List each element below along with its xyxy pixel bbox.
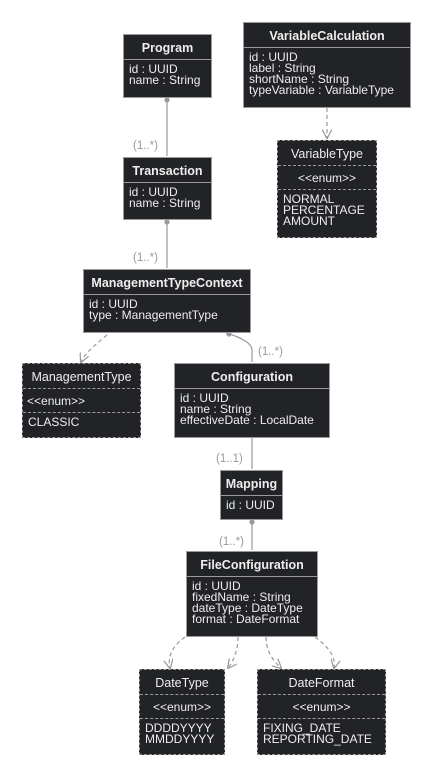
- edge-context-configuration: [225, 332, 253, 362]
- enum-date-type[interactable]: DateType <<enum>> DDDDYYYY MMDDYYYY: [139, 669, 225, 755]
- class-mapping[interactable]: Mapping id : UUID: [220, 470, 283, 520]
- enum-stereotype: <<enum>>: [258, 695, 385, 719]
- enum-values: CLASSIC: [23, 413, 140, 431]
- field: id : UUID: [192, 579, 241, 593]
- field: id : UUID: [226, 498, 275, 512]
- field: id : UUID: [129, 62, 178, 76]
- class-fields: id : UUID name : String effectiveDate : …: [175, 389, 329, 429]
- class-management-type-context[interactable]: ManagementTypeContext id : UUID type : M…: [83, 269, 251, 333]
- enum-value: REPORTING_DATE: [263, 732, 372, 746]
- enum-variable-type[interactable]: VariableType <<enum>> NORMAL PERCENTAGE …: [277, 140, 377, 238]
- field: id : UUID: [180, 391, 229, 405]
- enum-stereotype: <<enum>>: [23, 389, 140, 413]
- enum-stereotype: <<enum>>: [140, 695, 224, 719]
- edge-fileconfiguration-datetype-1: [169, 636, 186, 668]
- class-program[interactable]: Program id : UUID name : String: [123, 34, 212, 98]
- field: typeVariable : VariableType: [249, 83, 394, 97]
- composition-dot-program: [164, 97, 170, 103]
- field: name : String: [129, 73, 201, 87]
- multiplicity-transaction-context: (1..*): [133, 252, 158, 264]
- enum-values: NORMAL PERCENTAGE AMOUNT: [278, 190, 376, 230]
- class-fields: id : UUID type : ManagementType: [84, 295, 250, 324]
- multiplicity-configuration-mapping: (1..1): [216, 453, 243, 465]
- multiplicity-context-configuration: (1..*): [258, 346, 283, 358]
- composition-dot-transaction: [164, 219, 170, 225]
- class-transaction[interactable]: Transaction id : UUID name : String: [123, 157, 212, 220]
- class-configuration[interactable]: Configuration id : UUID name : String ef…: [174, 363, 330, 438]
- field: fixedName : String: [192, 590, 291, 604]
- class-fields: id : UUID label : String shortName : Str…: [244, 48, 410, 99]
- enum-values: DDDDYYYY MMDDYYYY: [140, 719, 224, 748]
- field: id : UUID: [249, 50, 298, 64]
- enum-date-format[interactable]: DateFormat <<enum>> FIXING_DATE REPORTIN…: [257, 669, 386, 755]
- enum-value: PERCENTAGE: [283, 203, 365, 217]
- field: format : DateFormat: [192, 612, 300, 626]
- class-title: Mapping: [221, 471, 282, 496]
- enum-value: AMOUNT: [283, 214, 335, 228]
- field: id : UUID: [89, 297, 138, 311]
- class-title: Configuration: [175, 364, 329, 389]
- edge-fileconfiguration-dateformat-2: [314, 636, 334, 668]
- edge-fileconfiguration-dateformat-1: [265, 636, 281, 668]
- enum-value: FIXING_DATE: [263, 721, 341, 735]
- enum-title: DateFormat: [258, 670, 385, 695]
- enum-stereotype: <<enum>>: [278, 166, 376, 190]
- enum-value: CLASSIC: [28, 415, 80, 429]
- enum-title: VariableType: [278, 141, 376, 166]
- enum-values: FIXING_DATE REPORTING_DATE: [258, 719, 385, 748]
- field: dateType : DateType: [192, 601, 303, 615]
- enum-title: ManagementType: [23, 364, 140, 389]
- class-title: ManagementTypeContext: [84, 270, 250, 295]
- edge-fileconfiguration-datetype-2: [228, 636, 239, 668]
- class-title: Transaction: [124, 158, 211, 183]
- class-fields: id : UUID name : String: [124, 60, 211, 89]
- multiplicity-mapping-fileconfiguration: (1..*): [219, 536, 244, 548]
- class-title: FileConfiguration: [187, 552, 317, 577]
- class-title: Program: [124, 35, 211, 60]
- field: name : String: [180, 402, 252, 416]
- field: type : ManagementType: [89, 308, 218, 322]
- class-fields: id : UUID fixedName : String dateType : …: [187, 577, 317, 628]
- composition-dot-mapping: [249, 519, 255, 525]
- enum-value: MMDDYYYY: [145, 732, 215, 746]
- edge-context-managementtype: [81, 334, 108, 362]
- class-fields: id : UUID name : String: [124, 183, 211, 212]
- enum-value: NORMAL: [283, 192, 335, 206]
- field: shortName : String: [249, 72, 350, 86]
- class-file-configuration[interactable]: FileConfiguration id : UUID fixedName : …: [186, 551, 318, 637]
- class-fields: id : UUID: [221, 496, 282, 514]
- enum-management-type[interactable]: ManagementType <<enum>> CLASSIC: [22, 363, 141, 438]
- enum-value: DDDDYYYY: [145, 721, 212, 735]
- class-variable-calculation[interactable]: VariableCalculation id : UUID label : St…: [243, 22, 411, 108]
- field: label : String: [249, 61, 316, 75]
- field: name : String: [129, 196, 201, 210]
- multiplicity-program-transaction: (1..*): [133, 140, 158, 152]
- enum-title: DateType: [140, 670, 224, 695]
- class-title: VariableCalculation: [244, 23, 410, 48]
- field: effectiveDate : LocalDate: [180, 413, 314, 427]
- field: id : UUID: [129, 185, 178, 199]
